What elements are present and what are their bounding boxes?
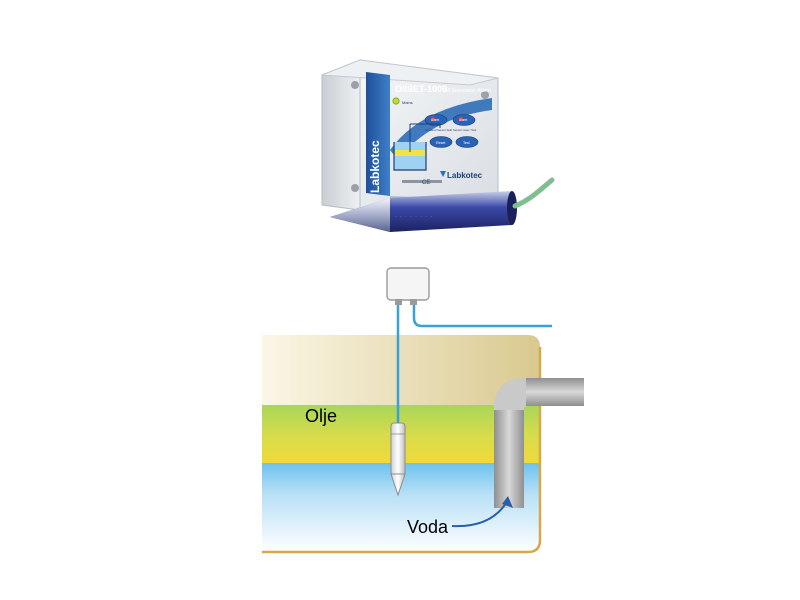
mains-led-icon (392, 97, 400, 105)
alarm-button-2[interactable] (452, 114, 476, 126)
logo: Labkotec (447, 171, 483, 180)
model-name: OilSET-1000 (395, 84, 447, 94)
power-cable (412, 305, 552, 328)
brand-vertical: Labkotec (368, 140, 382, 193)
water-label: Voda (407, 517, 449, 537)
alarm-button-2-label: Alarm (459, 118, 468, 122)
water-layer (262, 463, 540, 552)
junction-box (386, 267, 430, 305)
alarm-button-1[interactable] (424, 114, 448, 126)
caption-1: Oil alarm/Sensor fault (425, 128, 452, 132)
sensor-cable (512, 177, 555, 209)
model-subtitle: Oil Separator Alarm (443, 88, 492, 94)
tank-wall (262, 347, 542, 554)
outlet-pipe (494, 378, 584, 508)
probe-sensor: · · · · · · · · (330, 191, 517, 232)
logo-mark-icon (440, 171, 446, 177)
led-label: Mains (402, 100, 413, 105)
arrow-head-icon (502, 496, 513, 508)
oil-label: Olje (305, 406, 337, 426)
test-button-label: Test (463, 141, 470, 145)
brand-band (366, 72, 390, 196)
tank-pictogram (393, 123, 441, 171)
caption-2: Sensor reset / Test (453, 128, 476, 132)
level-sensor (390, 422, 406, 497)
reset-button-label: Reset (436, 141, 445, 145)
ce-mark: CE (422, 180, 430, 186)
reset-button[interactable] (429, 136, 453, 148)
test-button[interactable] (455, 136, 479, 148)
button-group (424, 114, 479, 148)
alarm-button-1-label: Alarm (431, 118, 440, 122)
svg-text:· · · · · · · ·: · · · · · · · · (395, 214, 433, 220)
